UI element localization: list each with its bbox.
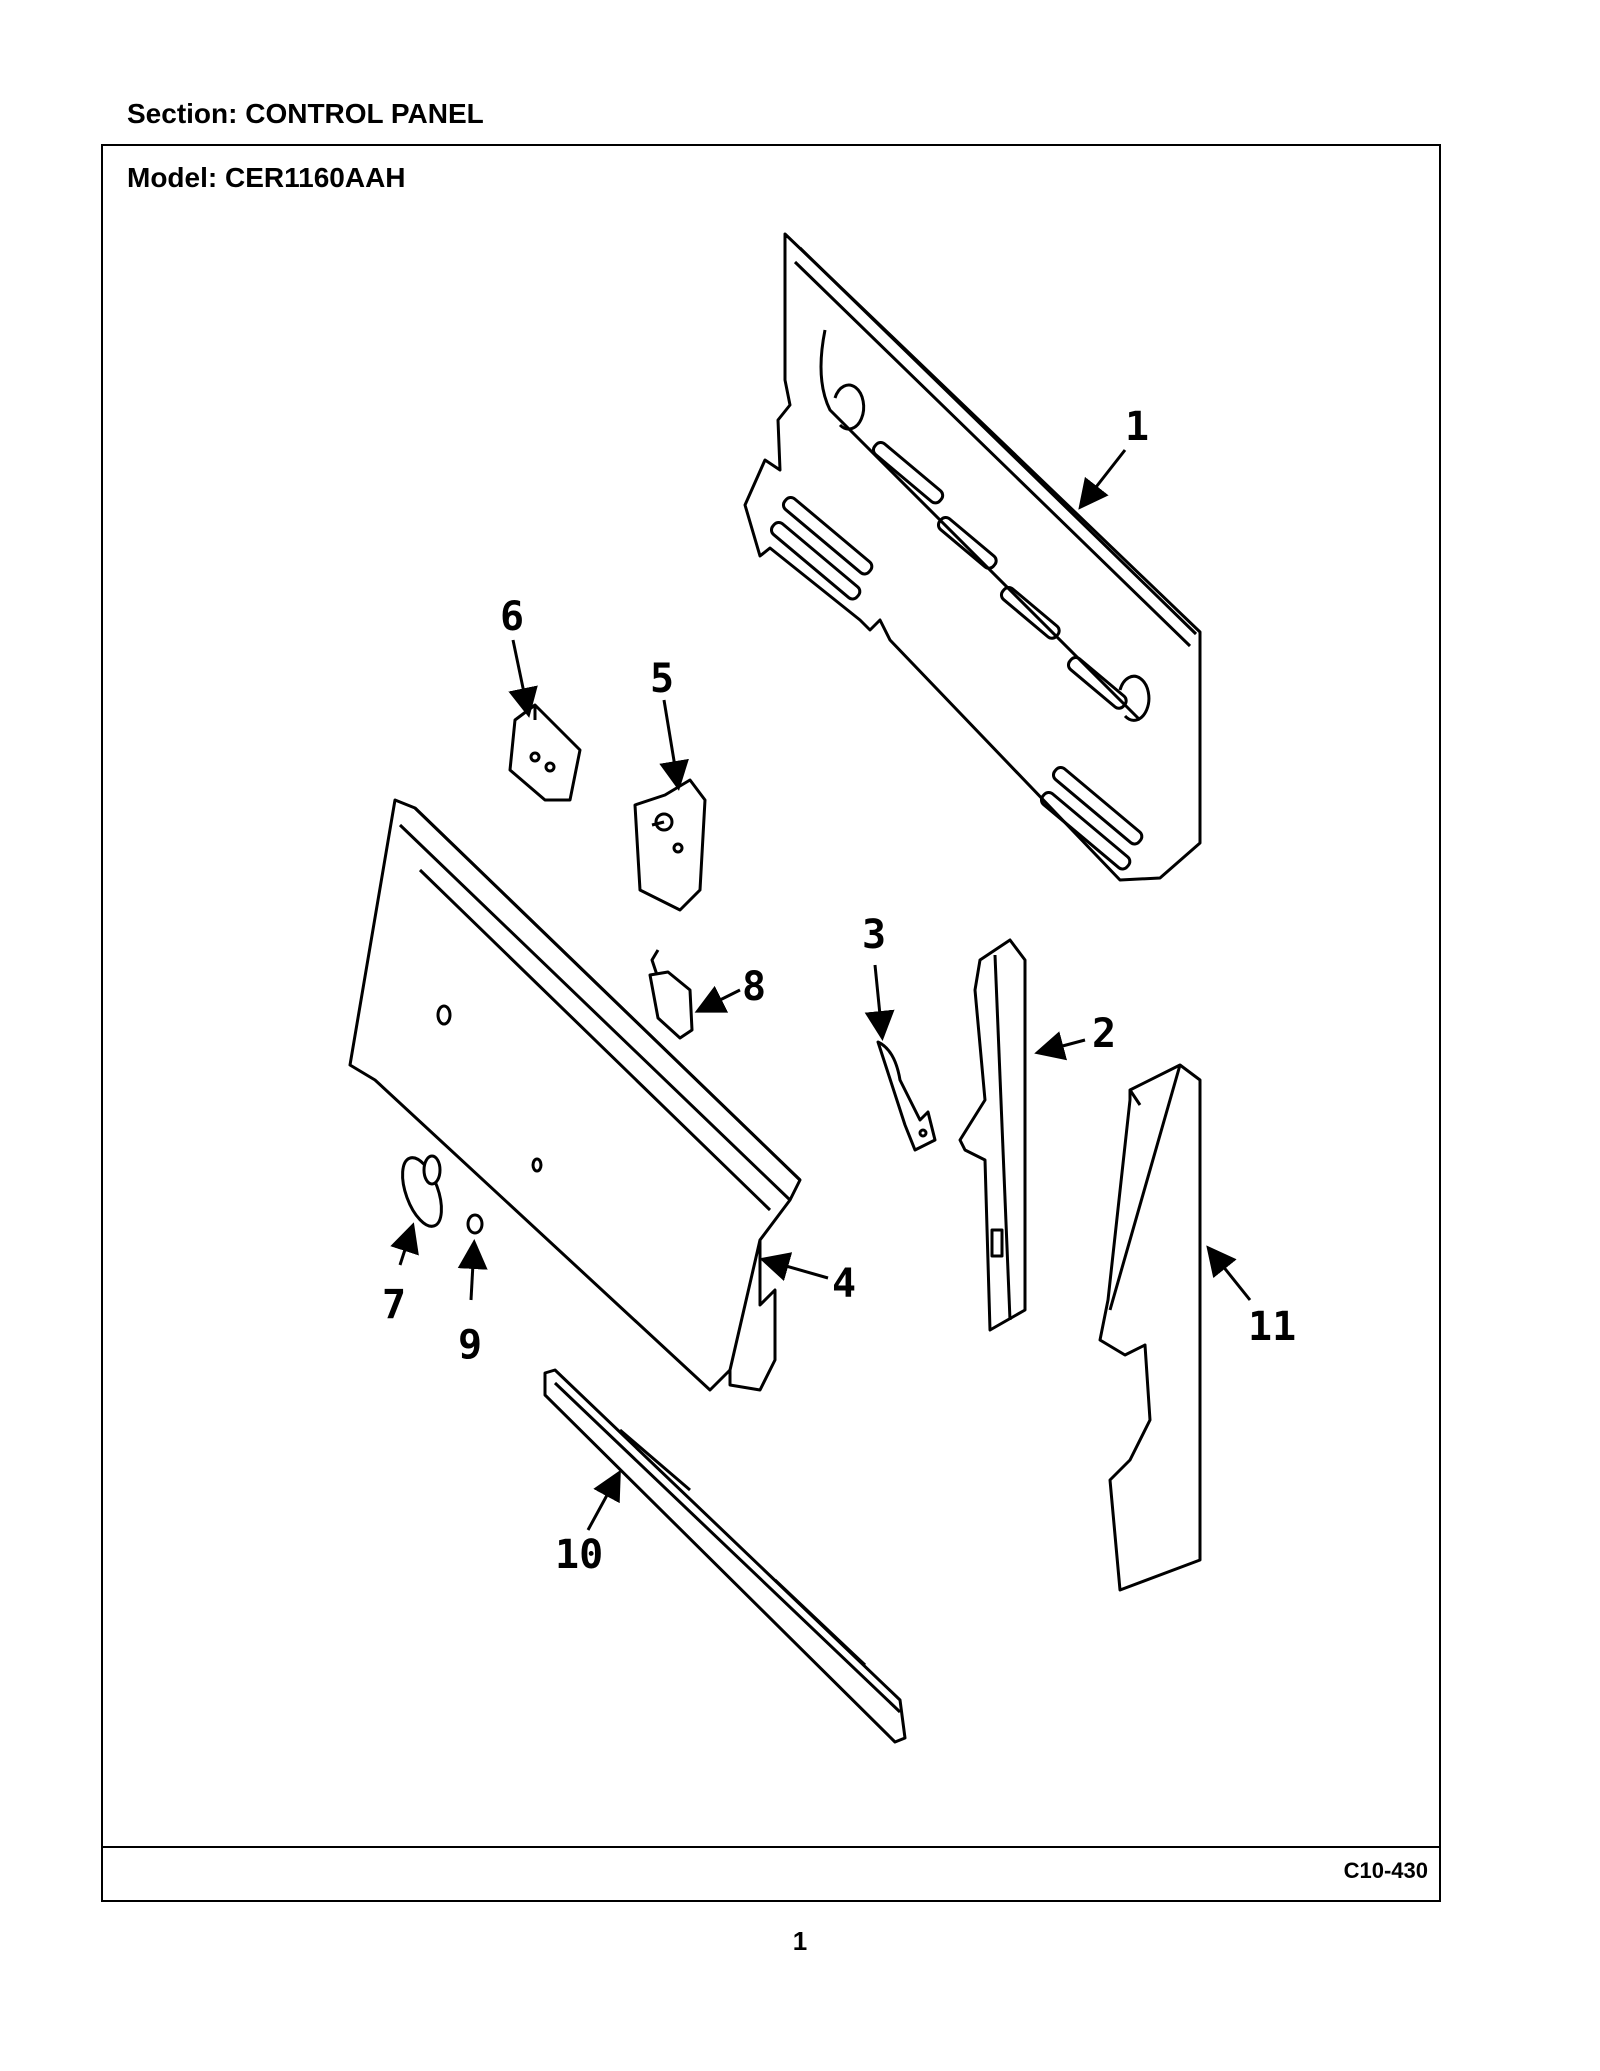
- callout-6: 6: [500, 594, 524, 640]
- diagram-code: C10-430: [1343, 1858, 1428, 1883]
- part-4-control-panel: [348, 798, 802, 1392]
- part-8-clip: [648, 949, 694, 1040]
- callout-7: 7: [382, 1282, 406, 1328]
- section-title: Section: CONTROL PANEL: [127, 98, 484, 129]
- callout-1: 1: [1125, 404, 1149, 450]
- callout-2: 2: [1092, 1011, 1116, 1057]
- part-6-control-box: [508, 703, 582, 802]
- part-9-grommet: [466, 1213, 484, 1235]
- part-1-rear-panel: [743, 232, 1202, 882]
- callout-4: 4: [832, 1261, 856, 1307]
- footer-divider: [101, 1846, 1441, 1848]
- part-2-side-bracket: [958, 938, 1027, 1332]
- callout-11: 11: [1248, 1304, 1296, 1350]
- page-number: 1: [792, 1926, 808, 1956]
- part-11-side-panel: [1098, 1063, 1202, 1592]
- diagram-frame: [101, 144, 1441, 1902]
- callout-3: 3: [862, 912, 886, 958]
- leader-arrows: [390, 449, 1252, 1531]
- callout-9: 9: [458, 1322, 482, 1368]
- part-7-knob: [401, 1154, 443, 1228]
- part-5-switch: [633, 778, 707, 912]
- part-10-trim-strip: [543, 1368, 907, 1744]
- callout-10: 10: [555, 1532, 603, 1578]
- part-3-sensor: [876, 1040, 937, 1152]
- callout-5: 5: [650, 656, 674, 702]
- callout-8: 8: [742, 964, 766, 1010]
- model-title: Model: CER1160AAH: [127, 162, 406, 193]
